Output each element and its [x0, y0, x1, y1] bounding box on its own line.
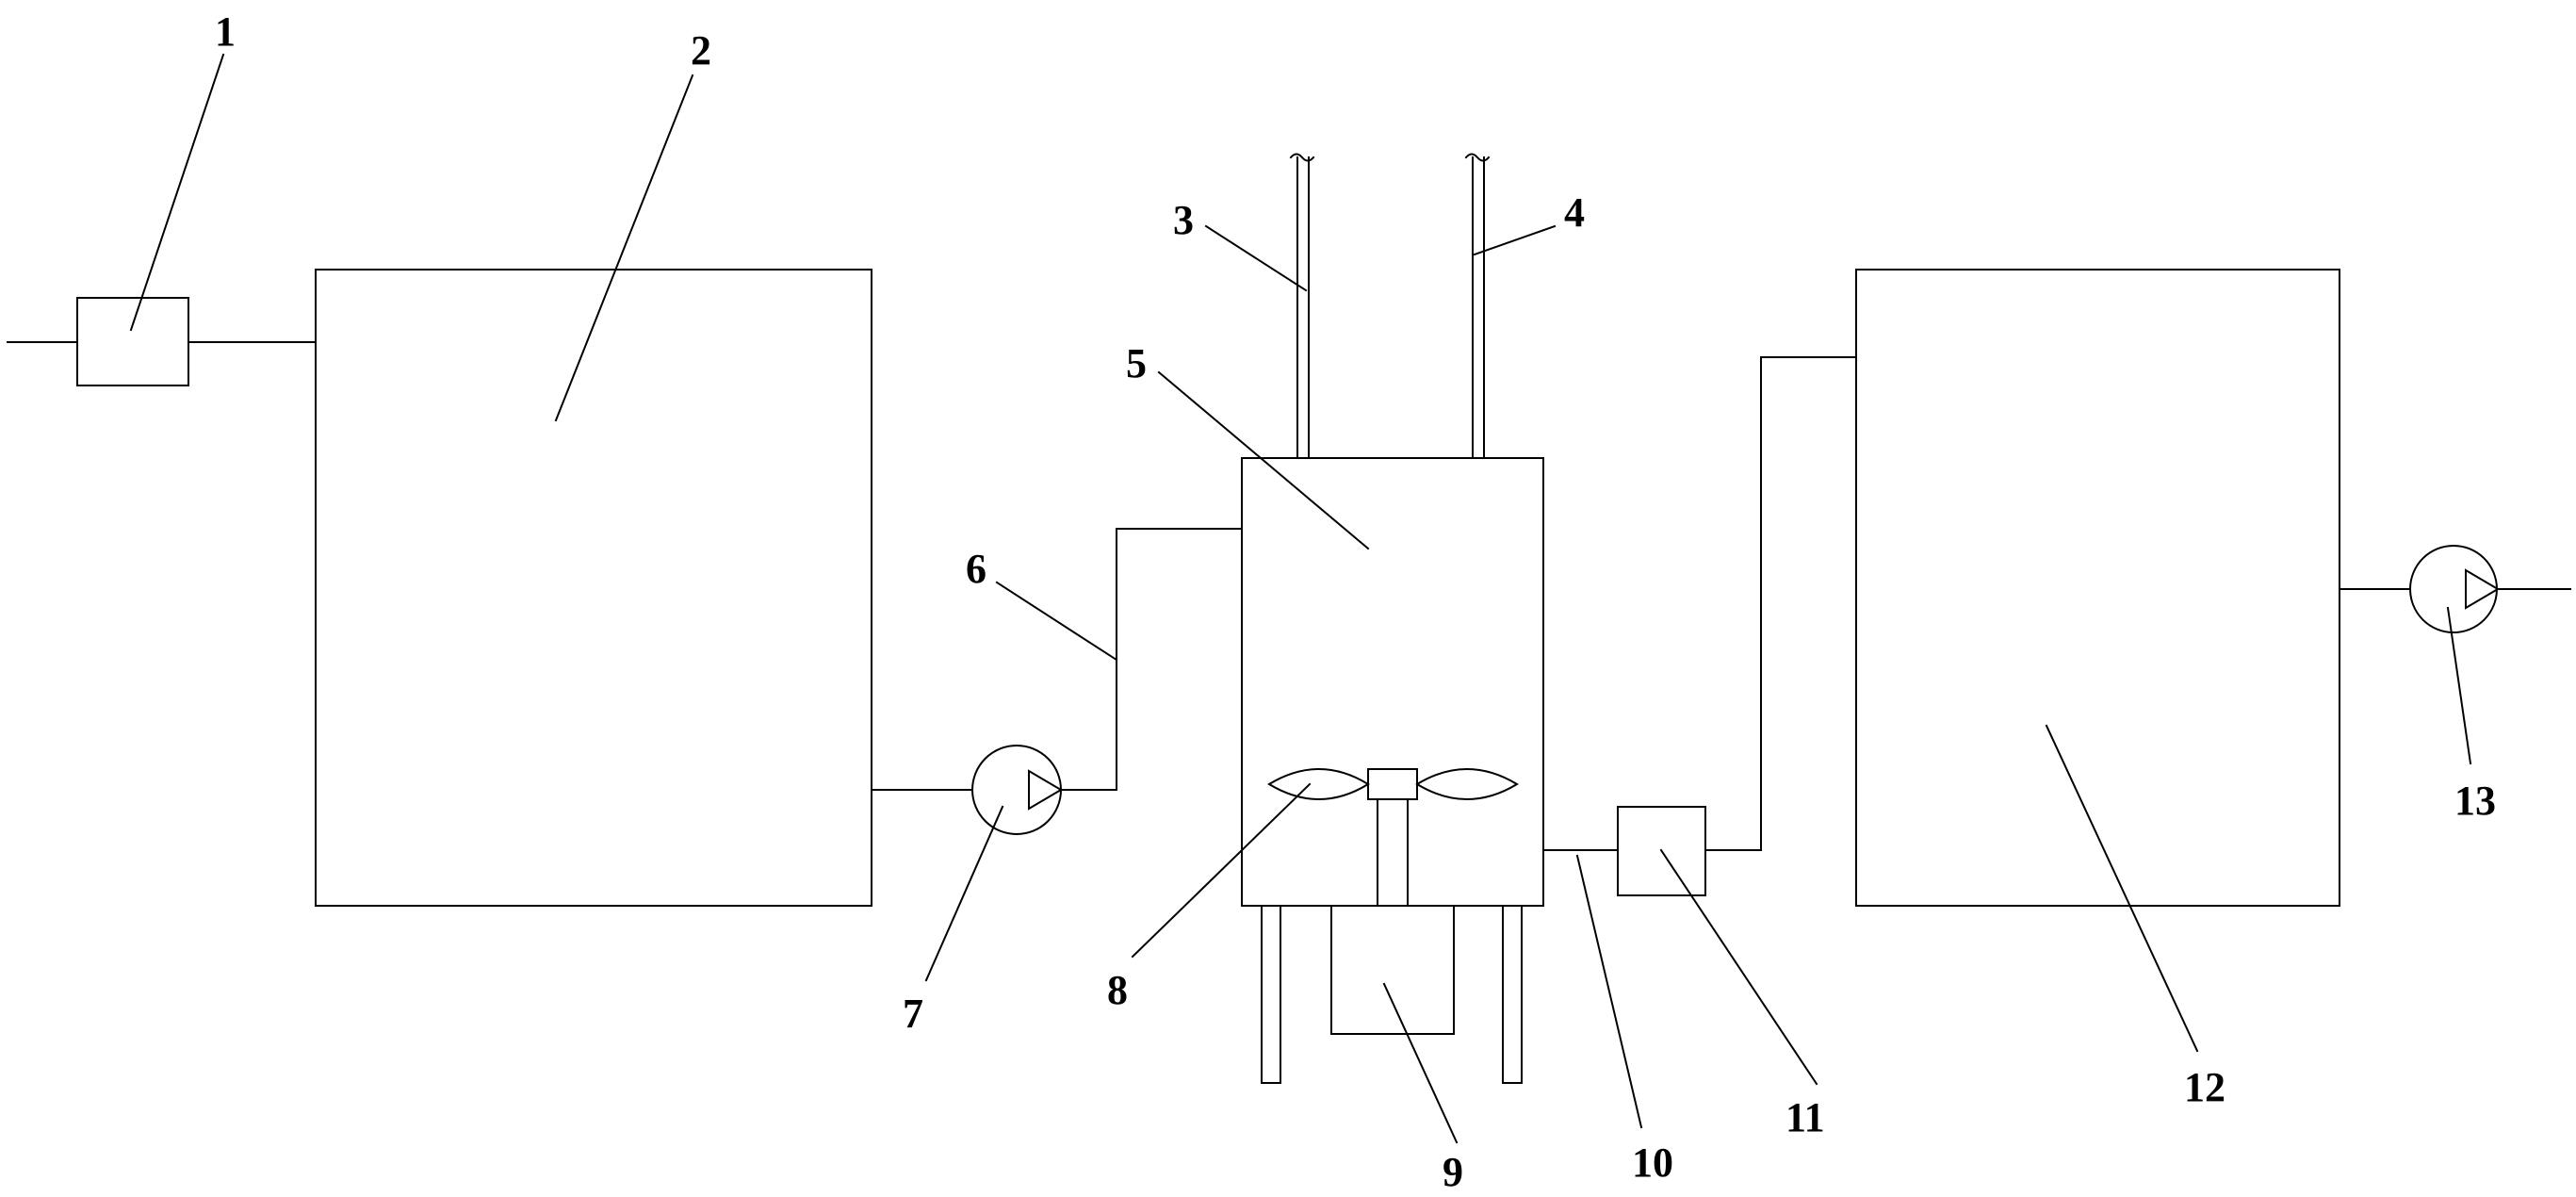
stirrer-hub	[1367, 768, 1418, 800]
leader-7	[924, 805, 1004, 982]
leader-4	[1473, 224, 1557, 256]
leader-11	[1659, 848, 1818, 1086]
label-13: 13	[2454, 778, 2496, 824]
reactor-assembly	[1241, 153, 1544, 1084]
label-6: 6	[966, 546, 986, 592]
label-9: 9	[1443, 1149, 1463, 1195]
leader-8	[1131, 782, 1312, 959]
component-9-motor-box	[1330, 905, 1455, 1035]
leader-5	[1157, 370, 1370, 550]
leader-6	[995, 581, 1118, 662]
label-10: 10	[1632, 1140, 1673, 1186]
vessel-left-leg	[1261, 905, 1281, 1084]
component-12-tank	[1855, 269, 2340, 907]
leader-9	[1382, 982, 1459, 1144]
component-2-tank	[315, 269, 872, 907]
label-1: 1	[215, 8, 236, 55]
leader-lines	[129, 53, 2472, 1144]
leader-2	[554, 74, 694, 422]
stirrer-left-blade	[1267, 768, 1370, 800]
label-5: 5	[1126, 340, 1147, 386]
component-1-box	[76, 297, 189, 386]
label-12: 12	[2184, 1064, 2225, 1110]
stirrer-right-blade	[1415, 768, 1519, 800]
label-7: 7	[903, 991, 923, 1037]
pump-7-assembly	[871, 528, 1243, 835]
labels: 1 2 3 4 5 6 7 8 9 10 11 12 13	[215, 8, 2496, 1195]
component-5-vessel	[1241, 457, 1544, 907]
pump-7-circle	[971, 745, 1062, 835]
leader-13	[2446, 606, 2472, 765]
label-4: 4	[1564, 189, 1585, 236]
inlet-assembly	[7, 297, 317, 386]
leader-12	[2045, 724, 2199, 1053]
pump-13-triangle-icon	[2465, 568, 2500, 610]
label-3: 3	[1173, 197, 1194, 243]
leader-10	[1575, 854, 1643, 1129]
label-8: 8	[1107, 967, 1128, 1013]
stirrer-shaft	[1377, 798, 1409, 907]
pipe-6	[1060, 528, 1243, 791]
leader-3	[1204, 224, 1308, 292]
pipe-3-break-icon	[1289, 153, 1315, 162]
label-2: 2	[691, 27, 711, 74]
pump-7-triangle-icon	[1028, 769, 1063, 811]
pump-13-circle	[2409, 545, 2498, 633]
pipe-11-to-12	[1704, 356, 1857, 851]
outlet-assembly	[1542, 356, 1857, 896]
vessel-right-leg	[1502, 905, 1523, 1084]
leader-1	[129, 53, 225, 332]
label-11: 11	[1785, 1094, 1825, 1140]
pump-13-assembly	[2339, 545, 2571, 633]
pipe-4-break-icon	[1464, 153, 1491, 162]
